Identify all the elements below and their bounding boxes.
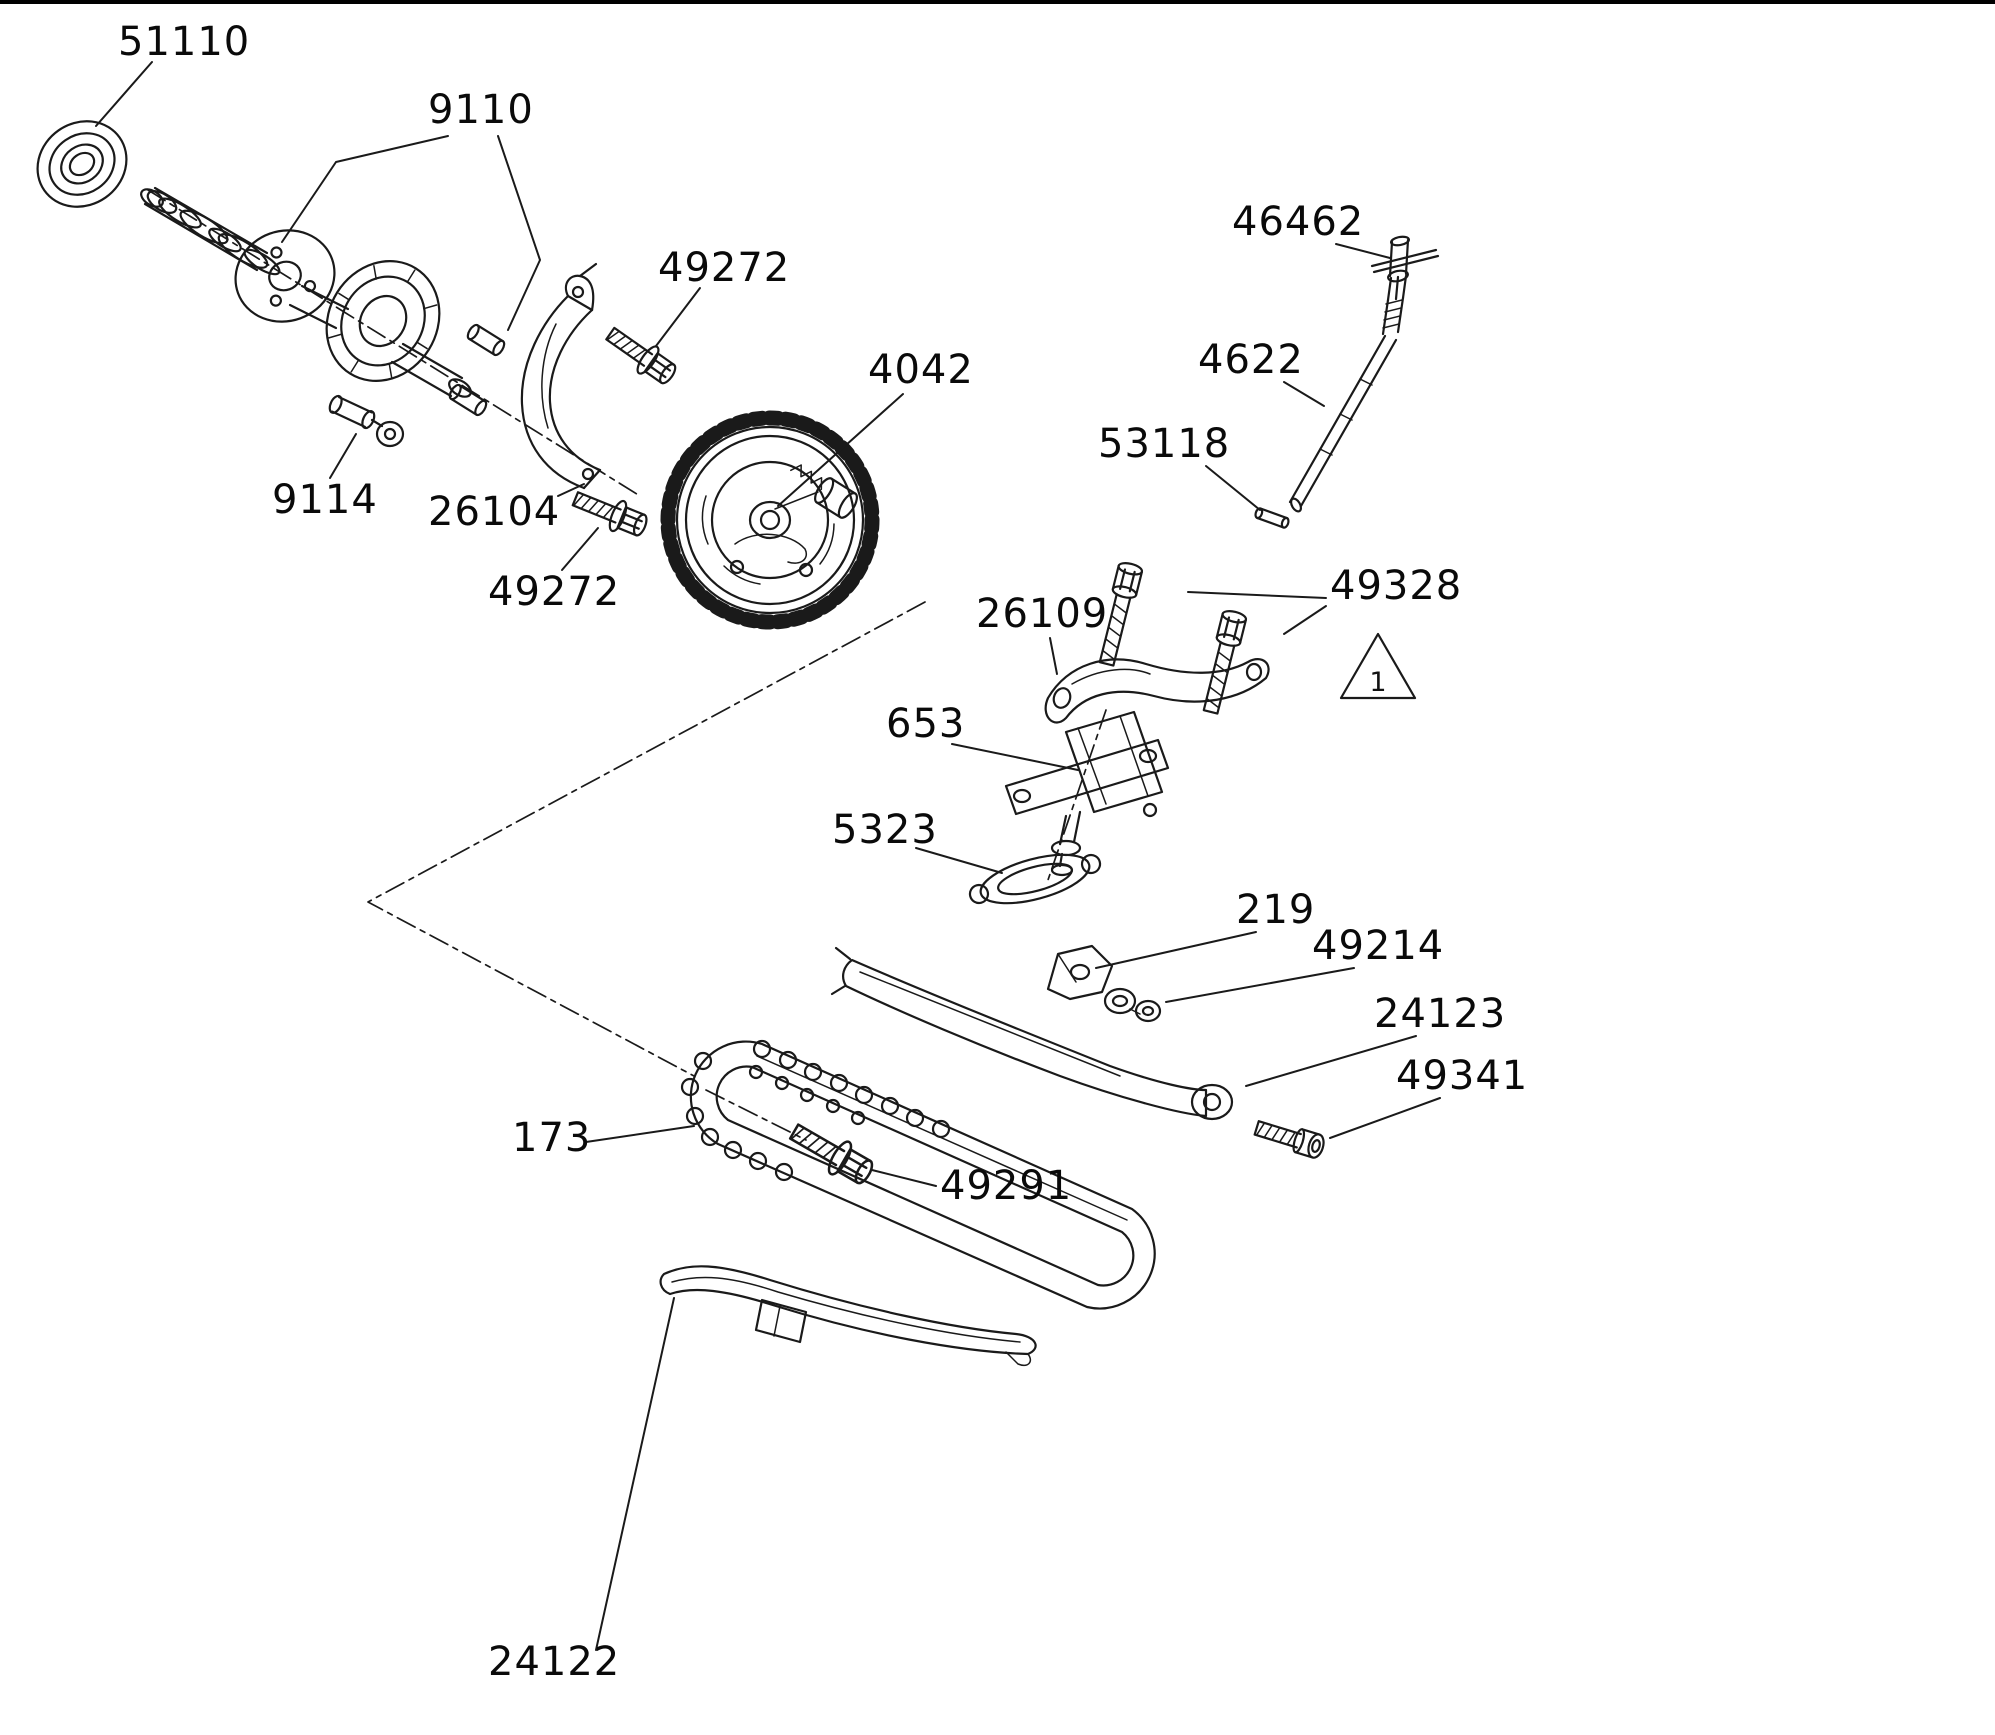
leader-4622 bbox=[1283, 381, 1325, 407]
leader-24123 bbox=[1245, 1035, 1417, 1087]
timing-chain-173 bbox=[680, 1039, 1156, 1310]
leader-53118 bbox=[1205, 465, 1261, 511]
part-label-49214: 49214 bbox=[1312, 923, 1445, 969]
bolt-49341 bbox=[1253, 1120, 1325, 1159]
part-label-53118: 53118 bbox=[1098, 421, 1231, 467]
leader-46462 bbox=[1335, 243, 1391, 259]
leader-4042 bbox=[777, 393, 904, 507]
part-label-173: 173 bbox=[512, 1115, 592, 1161]
part-label-46462: 46462 bbox=[1232, 199, 1365, 245]
part-label-26104: 26104 bbox=[428, 489, 561, 535]
bracket-9114 bbox=[328, 394, 405, 448]
leader-49341 bbox=[1329, 1097, 1441, 1139]
part-label-9114: 9114 bbox=[272, 477, 378, 523]
leader-51110 bbox=[95, 61, 153, 127]
leader-49272-top bbox=[655, 287, 701, 347]
part-label-4042: 4042 bbox=[868, 347, 974, 393]
construction-lines bbox=[147, 189, 1107, 1141]
bolt-49272-bottom bbox=[568, 482, 652, 543]
part-label-26109: 26109 bbox=[976, 591, 1109, 637]
bracket-219 bbox=[1046, 944, 1114, 1001]
leader-219 bbox=[1095, 931, 1257, 969]
leader-26109 bbox=[1049, 637, 1058, 675]
note-triangle-number: 1 bbox=[1369, 667, 1386, 698]
guide-26104 bbox=[520, 262, 602, 490]
leader-9114 bbox=[329, 433, 357, 479]
chain-guide-24122 bbox=[659, 1265, 1037, 1366]
leader-49272-bottom bbox=[561, 527, 599, 571]
tensioner-653 bbox=[1004, 710, 1170, 877]
part-label-24123: 24123 bbox=[1374, 991, 1507, 1037]
part-label-653: 653 bbox=[886, 701, 966, 747]
pin-53118 bbox=[1254, 507, 1290, 529]
leader-49328-b bbox=[1283, 605, 1327, 635]
tensioner-arm-24123 bbox=[830, 946, 1234, 1121]
rod-4622 bbox=[1288, 334, 1398, 513]
bolt-49272-top bbox=[600, 319, 683, 391]
camshaft-9110 bbox=[140, 186, 506, 417]
leader-9110-right bbox=[497, 135, 541, 331]
leader-26104 bbox=[557, 483, 585, 497]
leader-653 bbox=[951, 743, 1079, 771]
part-label-49328: 49328 bbox=[1330, 563, 1463, 609]
part-label-49341: 49341 bbox=[1396, 1053, 1529, 1099]
part-label-24122: 24122 bbox=[488, 1639, 621, 1685]
leader-49291 bbox=[871, 1169, 937, 1187]
part-label-49272-bottom: 49272 bbox=[488, 569, 621, 615]
bracket-26109 bbox=[1044, 658, 1270, 724]
leader-49328-a bbox=[1187, 591, 1327, 599]
part-label-5323: 5323 bbox=[832, 807, 938, 853]
leader-49214 bbox=[1165, 967, 1355, 1003]
part-label-49272-top: 49272 bbox=[658, 245, 791, 291]
part-label-9110: 9110 bbox=[428, 87, 534, 133]
gasket-5323 bbox=[968, 853, 1102, 905]
leader-9110-left bbox=[281, 135, 449, 243]
part-label-51110: 51110 bbox=[118, 19, 251, 65]
bearing-51110 bbox=[36, 120, 128, 208]
part-label-219: 219 bbox=[1236, 887, 1316, 933]
fitting-46462 bbox=[1370, 235, 1440, 336]
leader-24122 bbox=[595, 1297, 675, 1651]
part-label-4622: 4622 bbox=[1198, 337, 1304, 383]
note-triangle: 1 bbox=[1339, 632, 1417, 700]
cam-sprocket-4042 bbox=[660, 410, 880, 630]
leader-5323 bbox=[915, 847, 1003, 874]
grommet-49214 bbox=[1103, 987, 1162, 1023]
part-label-49291: 49291 bbox=[940, 1163, 1073, 1209]
leader-lines bbox=[95, 61, 1441, 1651]
leader-173 bbox=[585, 1125, 695, 1143]
